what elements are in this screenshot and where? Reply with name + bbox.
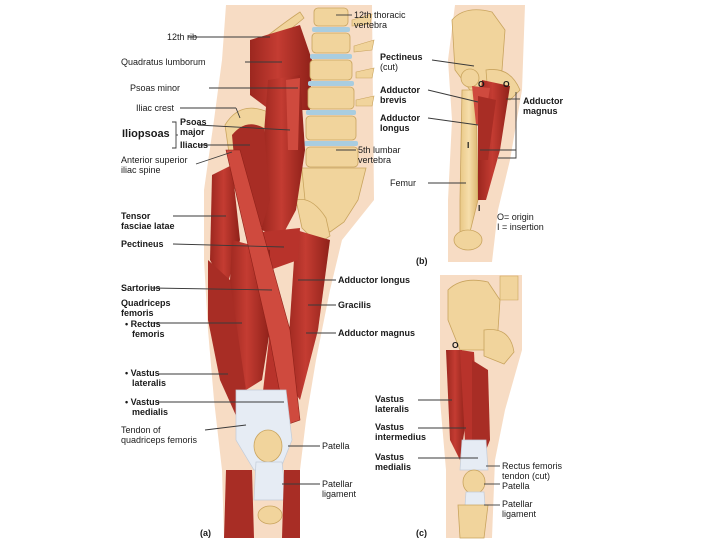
label-vastus-medialis-line2: medialis (132, 407, 169, 417)
pectineus-muscle (262, 228, 300, 270)
label-vastus-medialis-c-line2: medialis (375, 462, 412, 472)
label-vastus-lateralis-line2: lateralis (132, 378, 167, 388)
label-adductor-magnus: Adductor magnus (338, 328, 416, 338)
label-adductor-magnus-b-line1: Adductor (523, 96, 563, 106)
lower-leg-muscle-left (224, 470, 254, 538)
label-12th-thoracic-line2: vertebra (354, 20, 388, 30)
label-rectus-tendon-line1: Rectus femoris (502, 461, 563, 471)
label-femur: Femur (390, 178, 417, 188)
insertion-marker-2: I (478, 203, 481, 213)
label-rectus-line2: femoris (132, 329, 165, 339)
tibia-c (457, 504, 489, 539)
rectus-tendon-c (459, 439, 489, 471)
legend-origin: O= origin (497, 212, 534, 222)
label-tensor-line1: Tensor (121, 211, 151, 221)
adductor-longus-b (478, 96, 496, 160)
pubic-bone-c (483, 329, 515, 365)
vastus-lateralis-muscle (208, 260, 246, 420)
label-adductor-longus-b-line2: longus (380, 123, 410, 133)
patellar-ligament (253, 461, 287, 501)
label-patellar-ligament-line1: Patellar (322, 479, 353, 489)
label-5th-lumbar-line1: 5th lumbar (358, 145, 401, 155)
femur-knee-b (453, 229, 483, 251)
adductor-group-muscle (286, 230, 330, 400)
panel-c-illustration (440, 275, 522, 539)
label-vastus-medialis-c-line1: Vastus (375, 452, 405, 462)
panel-b-illustration (448, 5, 525, 262)
label-vastus-medialis-line1: • Vastus (125, 397, 160, 407)
label-pectineus-cut-line2: (cut) (380, 62, 398, 72)
label-tendon-line1: Tendon of (121, 425, 161, 435)
label-vastus-intermedius-line1: Vastus (375, 422, 405, 432)
legend-insertion: I = insertion (497, 222, 544, 232)
label-quadratus-lumborum: Quadratus lumborum (121, 57, 206, 67)
label-adductor-longus-b-line1: Adductor (380, 113, 420, 123)
panel-a-tag: (a) (200, 528, 211, 538)
label-vastus-lateralis-line1: • Vastus (125, 368, 160, 378)
label-adductor-brevis-line1: Adductor (380, 85, 420, 95)
origin-marker-2: O (503, 79, 510, 89)
label-rectus-line1: • Rectus (125, 319, 161, 329)
vastus-lateralis-c (446, 350, 466, 460)
label-quadriceps-line1: Quadriceps (121, 298, 171, 308)
femoral-head-b (460, 68, 480, 88)
label-adductor-magnus-b-line2: magnus (523, 106, 558, 116)
spine-c (499, 275, 519, 301)
label-psoas-minor: Psoas minor (130, 83, 181, 93)
leader-lines (151, 14, 520, 506)
label-vastus-lateralis-c-line2: lateralis (375, 404, 410, 414)
patella-c (462, 469, 486, 495)
label-adductor-longus: Adductor longus (338, 275, 410, 285)
label-patellar-ligament-c-line1: Patellar (502, 499, 533, 509)
label-iliopsoas: Iliopsoas (122, 128, 170, 140)
origin-marker-c: O (452, 340, 459, 350)
lumbar-spine (304, 7, 375, 168)
sartorius-muscle (225, 149, 301, 426)
tibial-tuberosity (257, 505, 283, 525)
label-asis-line2: iliac spine (121, 165, 161, 175)
label-patellar-ligament-line2: ligament (322, 489, 357, 499)
psoas-minor-muscle (286, 78, 300, 150)
label-asis-line1: Anterior superior (121, 155, 188, 165)
iliacus-muscle (232, 124, 270, 240)
panel-c-tag: (c) (416, 528, 427, 538)
label-12th-thoracic-line1: 12th thoracic (354, 10, 406, 20)
label-pectineus-cut-line1: Pectineus (380, 52, 423, 62)
label-vastus-intermedius-line2: intermedius (375, 432, 427, 442)
patella-bone (253, 429, 283, 463)
panel-b-tag: (b) (416, 256, 428, 266)
lower-leg-muscle-right (282, 470, 300, 538)
panel-a-illustration (204, 5, 375, 538)
insertion-marker-1: I (467, 140, 470, 150)
label-5th-lumbar-line2: vertebra (358, 155, 392, 165)
label-psoas-major-line2: major (180, 127, 205, 137)
label-iliac-crest: Iliac crest (136, 103, 175, 113)
label-pectineus: Pectineus (121, 239, 164, 249)
label-tendon-line2: quadriceps femoris (121, 435, 198, 445)
label-patella-c: Patella (502, 481, 530, 491)
label-quadriceps-line2: femoris (121, 308, 154, 318)
label-vastus-lateralis-c-line1: Vastus (375, 394, 405, 404)
origin-marker-1: O (478, 79, 485, 89)
label-gracilis: Gracilis (338, 300, 372, 310)
label-iliacus: Iliacus (180, 140, 209, 150)
label-patella-a: Patella (322, 441, 350, 451)
label-rectus-tendon-line2: tendon (cut) (502, 471, 551, 481)
label-sartorius: Sartorius (121, 283, 161, 293)
label-12th-rib: 12th rib (167, 32, 198, 42)
label-adductor-brevis-line2: brevis (380, 95, 407, 105)
label-tensor-line2: fasciae latae (121, 221, 175, 231)
label-psoas-major-line1: Psoas (180, 117, 207, 127)
label-patellar-ligament-c-line2: ligament (502, 509, 537, 519)
